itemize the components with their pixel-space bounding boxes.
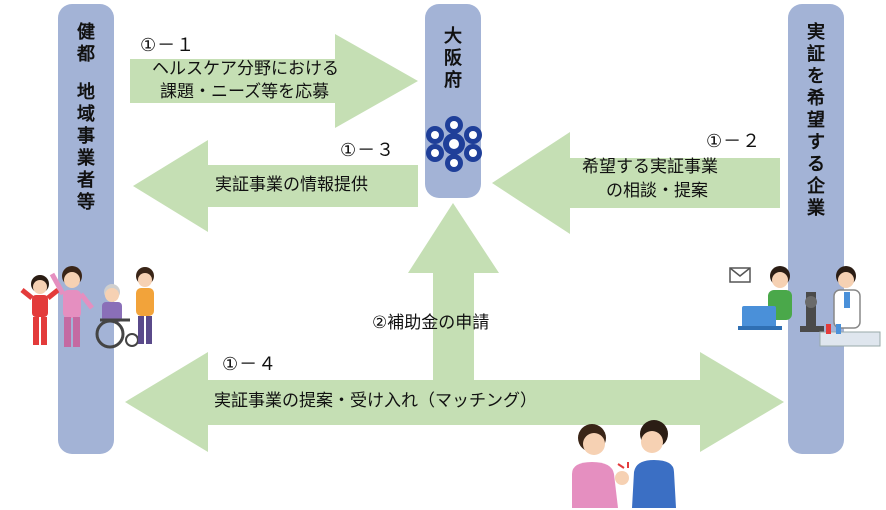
pillar-left-title-2: 地域事業者等 — [77, 82, 95, 213]
arrow-1-4-text: 実証事業の提案・受け入れ（マッチング） — [214, 391, 537, 411]
arrow-1-2-text-line2: の相談・提案 — [606, 181, 708, 201]
arrow-1-1-step: ①－１ — [140, 35, 196, 56]
pillar-local-businesses — [58, 4, 114, 454]
arrow-1-3 — [133, 140, 418, 232]
pillar-right-title: 実証を希望する企業 — [807, 22, 825, 219]
arrow-1-2 — [492, 132, 780, 234]
pillar-mid-title: 大阪府 — [444, 26, 462, 91]
arrow-1-3-text: 実証事業の情報提供 — [215, 175, 368, 195]
arrow-1-4-double — [125, 352, 784, 452]
business-people-icon — [729, 266, 881, 347]
arrow-2-text: ②補助金の申請 — [372, 313, 490, 333]
arrow-2-up — [408, 203, 499, 380]
arrow-1-1-text-line1: ヘルスケア分野における — [152, 59, 339, 79]
pillar-left-title-1: 健都 — [77, 22, 95, 65]
arrow-1-1-text-line2: 課題・ニーズ等を応募 — [160, 82, 330, 102]
osaka-emblem-icon — [426, 116, 482, 172]
arrow-1-3-step: ①－３ — [340, 140, 396, 161]
handshake-people-icon — [572, 420, 676, 508]
community-people-icon — [20, 266, 154, 349]
pillar-companies — [788, 4, 844, 454]
arrow-1-4-step: ①－４ — [222, 354, 278, 375]
arrow-1-1 — [130, 34, 418, 128]
arrow-1-2-step: ①－２ — [706, 131, 762, 152]
arrow-1-2-text-line1: 希望する実証事業 — [582, 157, 718, 177]
